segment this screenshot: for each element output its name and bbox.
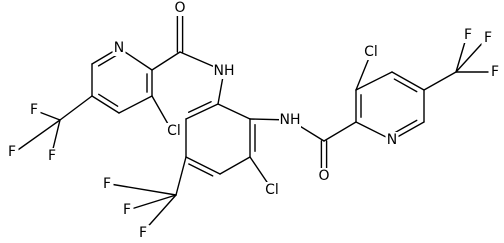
- bond-line: [109, 183, 177, 196]
- amide-nh-1-background: [213, 63, 235, 79]
- fluorine-2c-label: F: [139, 225, 147, 241]
- carbonyl-oxygen-2-background: [317, 168, 331, 184]
- chlorine-1-label: Cl: [167, 123, 181, 139]
- carbonyl-oxygen-2-label: O: [318, 168, 329, 184]
- bond-line: [151, 51, 181, 71]
- bond-line: [51, 119, 61, 154]
- bond-line: [355, 71, 393, 91]
- bond-line: [391, 71, 425, 91]
- bond-layer: [14, 7, 495, 233]
- bond-line: [423, 71, 457, 91]
- amide-nh-2-label: NH: [280, 112, 301, 128]
- fluorine-3b-label: F: [491, 64, 499, 80]
- bond-line: [59, 95, 93, 121]
- bond-line: [187, 101, 212, 113]
- fluorine-3c-background: [461, 27, 475, 43]
- carbonyl-oxygen-1-label: O: [174, 0, 185, 16]
- fluorine-1a-background: [27, 102, 41, 118]
- fluorine-3c-label: F: [464, 27, 472, 43]
- bond-line: [185, 103, 219, 120]
- pyridine-nitrogen-1-background: [112, 40, 126, 56]
- fluorine-3b-background: [488, 64, 502, 80]
- amide-nh-2-background: [279, 112, 301, 128]
- bond-line: [175, 156, 187, 196]
- fluorine-2a-label: F: [103, 176, 111, 192]
- chlorine-1-background: [163, 123, 185, 139]
- fluorine-2c-background: [136, 225, 150, 241]
- bond-line: [14, 119, 61, 153]
- bond-line: [185, 156, 221, 175]
- fluorine-3a-background: [481, 30, 495, 46]
- chlorine-3-label: Cl: [364, 44, 378, 60]
- fluorine-2a-background: [100, 176, 114, 192]
- bond-line: [219, 156, 251, 175]
- fluorine-3a-label: F: [484, 30, 492, 46]
- fluorine-1c-background: [45, 148, 59, 164]
- bond-line: [393, 119, 418, 134]
- carbonyl-oxygen-1-background: [173, 0, 187, 16]
- fluorine-1c-label: F: [48, 148, 56, 164]
- bond-line: [118, 95, 153, 114]
- pyridine-nitrogen-2-label: N: [387, 132, 397, 148]
- fluorine-1a-label: F: [30, 102, 38, 118]
- bond-line: [127, 194, 177, 211]
- bond-line: [98, 93, 119, 107]
- bond-line: [217, 103, 251, 120]
- chlorine-2-background: [261, 182, 283, 198]
- bond-line: [393, 78, 418, 93]
- fluorine-2b-label: F: [123, 202, 131, 218]
- fluorine-1b-label: F: [8, 144, 16, 160]
- bond-line: [188, 163, 214, 177]
- fluorine-2b-background: [120, 202, 134, 218]
- pyridine-nitrogen-2-background: [385, 132, 399, 148]
- chlorine-3-background: [360, 44, 382, 60]
- fluorine-1b-background: [5, 144, 19, 160]
- amide-nh-1-label: NH: [214, 63, 235, 79]
- pyridine-nitrogen-1-label: N: [114, 40, 124, 56]
- bond-line: [91, 95, 120, 114]
- bond-line: [97, 54, 119, 67]
- chlorine-2-label: Cl: [265, 182, 279, 198]
- bond-line: [323, 121, 357, 142]
